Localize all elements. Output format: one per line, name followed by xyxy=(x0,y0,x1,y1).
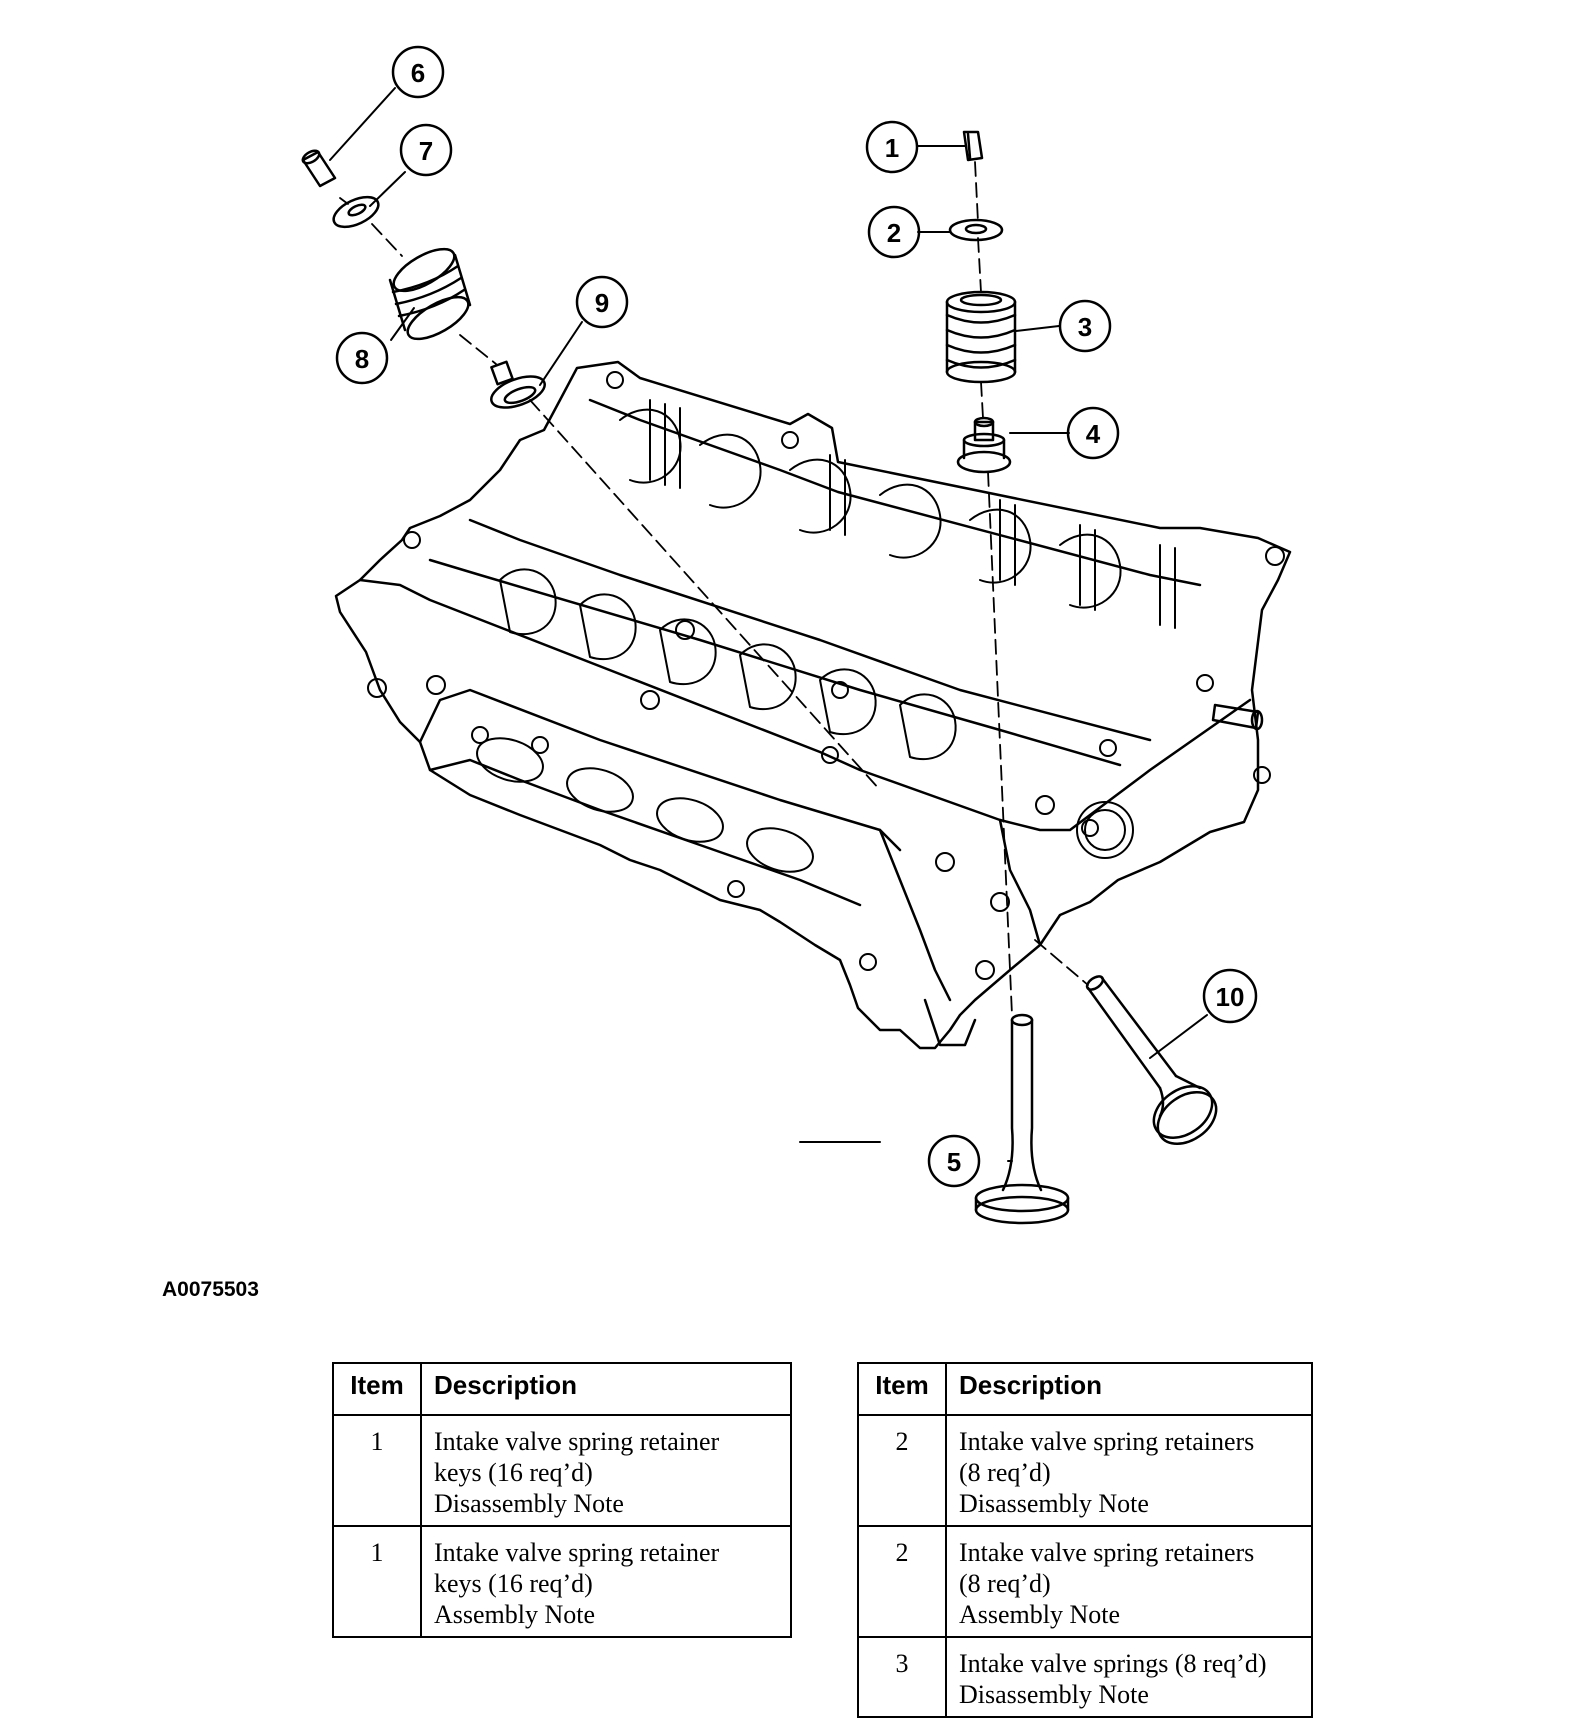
description-line: Intake valve springs (8 req’d) xyxy=(959,1649,1267,1678)
description-line: keys (16 req’d) xyxy=(434,1458,593,1487)
table-row: 1 Intake valve spring retainer keys (16 … xyxy=(332,1414,792,1527)
description-column-header: Description xyxy=(420,1362,792,1416)
item-number: 3 xyxy=(857,1636,947,1718)
description-line: keys (16 req’d) xyxy=(434,1569,593,1598)
parts-table-left: Item Description 1 Intake valve spring r… xyxy=(332,1362,792,1638)
exploded-view-diagram: 1 2 3 4 5 6 7 8 9 10 xyxy=(301,45,1292,1225)
callout-3-label: 3 xyxy=(1078,312,1092,342)
callout-10-label: 10 xyxy=(1216,982,1245,1012)
callout-3 xyxy=(1058,299,1112,353)
callout-10 xyxy=(1202,968,1258,1024)
spring-retainer-part xyxy=(948,218,1004,242)
intake-valve-part xyxy=(1085,975,1218,1145)
callout-9 xyxy=(575,275,629,329)
callout-4 xyxy=(1066,406,1120,460)
callout-8-label: 8 xyxy=(355,344,369,374)
item-number: 1 xyxy=(332,1525,422,1638)
note-link[interactable]: Disassembly Note xyxy=(434,1489,624,1518)
note-link[interactable]: Assembly Note xyxy=(434,1600,596,1629)
callout-2-label: 2 xyxy=(887,218,901,248)
valve-spring-part xyxy=(945,290,1017,384)
item-number: 2 xyxy=(857,1414,947,1527)
callout-2 xyxy=(867,205,921,259)
item-description: Intake valve spring retainers (8 req’d) … xyxy=(945,1414,1313,1527)
description-line: Intake valve spring retainer xyxy=(434,1538,720,1567)
callout-5 xyxy=(927,1134,981,1188)
valve-keys-part-left xyxy=(301,149,337,188)
callout-5-label: 5 xyxy=(947,1147,961,1177)
table-header-row: Item Description xyxy=(332,1362,792,1416)
description-line: Intake valve spring retainers xyxy=(959,1538,1255,1567)
valve-seal-part xyxy=(956,416,1012,474)
description-line: Intake valve spring retainers xyxy=(959,1427,1255,1456)
valve-spring-part-left xyxy=(388,247,472,341)
item-description: Intake valve springs (8 req’d) Disassemb… xyxy=(945,1636,1313,1718)
item-number: 2 xyxy=(857,1525,947,1638)
callout-6 xyxy=(391,45,445,99)
table-row: 2 Intake valve spring retainers (8 req’d… xyxy=(857,1525,1313,1638)
note-link[interactable]: Assembly Note xyxy=(959,1600,1121,1629)
table-row: 1 Intake valve spring retainer keys (16 … xyxy=(332,1525,792,1638)
description-line: (8 req’d) xyxy=(959,1569,1051,1598)
figure-id: A0075503 xyxy=(162,1278,259,1301)
valve-seal-part-left xyxy=(490,360,546,409)
note-link[interactable]: Disassembly Note xyxy=(959,1489,1149,1518)
cylinder-head xyxy=(334,360,1292,1050)
parts-table-right: Item Description 2 Intake valve spring r… xyxy=(857,1362,1313,1718)
callout-8 xyxy=(335,331,389,385)
callout-9-label: 9 xyxy=(595,288,609,318)
valve-keys-part xyxy=(962,130,984,162)
exhaust-valve-part xyxy=(974,1013,1070,1225)
callout-7 xyxy=(399,123,453,177)
description-line: (8 req’d) xyxy=(959,1458,1051,1487)
table-row: 3 Intake valve springs (8 req’d) Disasse… xyxy=(857,1636,1313,1718)
item-description: Intake valve spring retainer keys (16 re… xyxy=(420,1414,792,1527)
callout-7-label: 7 xyxy=(419,136,433,166)
item-number: 1 xyxy=(332,1414,422,1527)
callout-6-label: 6 xyxy=(411,58,425,88)
description-line: Intake valve spring retainer xyxy=(434,1427,720,1456)
callout-1 xyxy=(865,120,919,174)
item-column-header: Item xyxy=(332,1362,422,1416)
description-column-header: Description xyxy=(945,1362,1313,1416)
item-description: Intake valve spring retainer keys (16 re… xyxy=(420,1525,792,1638)
item-description: Intake valve spring retainers (8 req’d) … xyxy=(945,1525,1313,1638)
callout-4-label: 4 xyxy=(1086,419,1101,449)
item-column-header: Item xyxy=(857,1362,947,1416)
table-row: 2 Intake valve spring retainers (8 req’d… xyxy=(857,1414,1313,1527)
table-header-row: Item Description xyxy=(857,1362,1313,1416)
spring-retainer-part-left xyxy=(332,195,380,229)
callout-1-label: 1 xyxy=(885,133,899,163)
note-link[interactable]: Disassembly Note xyxy=(959,1680,1149,1709)
